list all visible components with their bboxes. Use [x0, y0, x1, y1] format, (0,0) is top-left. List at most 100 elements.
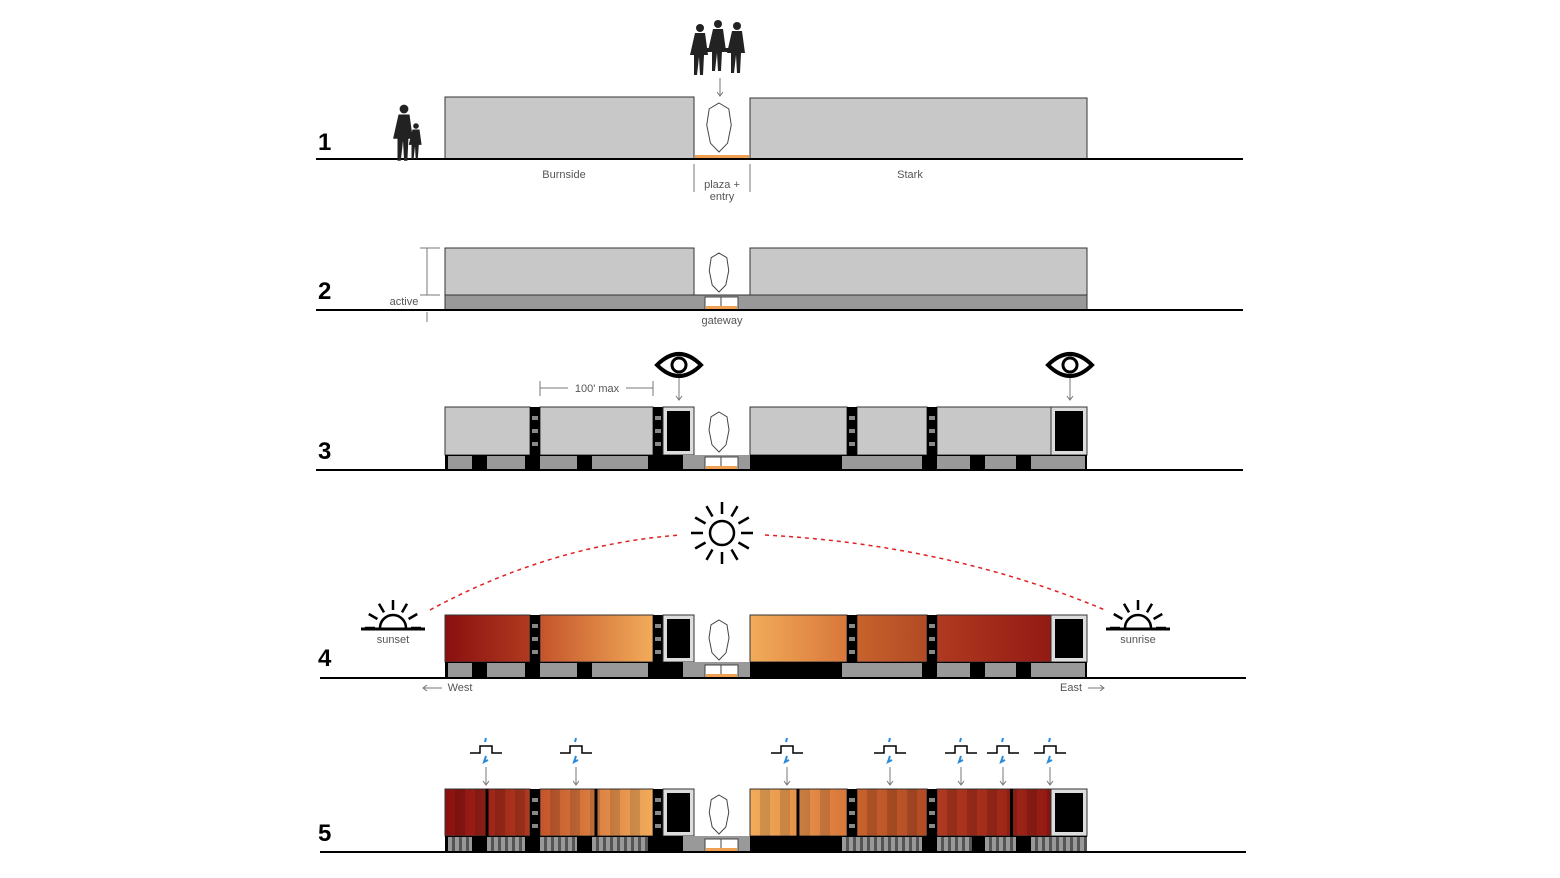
rain-drops [482, 737, 489, 764]
sun-icon [691, 502, 753, 564]
person-head [413, 123, 419, 129]
stair-window [655, 624, 661, 628]
storefront-mullion [996, 837, 999, 852]
storefront-mullion [1070, 837, 1073, 852]
stair-window [929, 798, 935, 802]
stair-window [929, 811, 935, 815]
sun-ray [694, 541, 707, 550]
eye-icon [1045, 352, 1095, 378]
storefront-mullion [1003, 837, 1006, 852]
label-sunset: sunset [377, 634, 409, 646]
facade-stripe [967, 789, 977, 836]
eye-icon [654, 352, 704, 378]
storefront-mullion [962, 837, 965, 852]
roof [874, 745, 906, 754]
facade-stripe [495, 789, 505, 836]
row-number-5: 5 [318, 820, 331, 847]
building-block [444, 614, 531, 663]
facade-stripe [907, 789, 917, 836]
retail-bay [937, 837, 970, 852]
storefront-mullion [874, 837, 877, 852]
roof [1034, 745, 1066, 754]
stair-window [655, 416, 661, 420]
retail-bay [592, 663, 648, 678]
arrow-head [1099, 684, 1105, 692]
building-left [444, 247, 695, 296]
sun-ray [730, 505, 739, 518]
storefront-mullion [860, 837, 863, 852]
stair-window [929, 442, 935, 446]
storefront-mullion [610, 837, 613, 852]
storefront-mullion [969, 837, 972, 852]
facade-stripe [800, 789, 810, 836]
retail-bay [487, 456, 525, 470]
rain-roof-icon [560, 737, 592, 764]
facade-break [485, 789, 489, 836]
tree-icon [708, 252, 730, 293]
building-right [749, 247, 1088, 296]
label-east: East [1060, 682, 1082, 694]
storefront-mullion [881, 837, 884, 852]
retail-bay [448, 456, 472, 470]
stair-window [655, 824, 661, 828]
storefront-mullion [645, 837, 648, 852]
label-entry: entry [710, 191, 735, 203]
retail-bay [937, 663, 970, 678]
sun-ray [737, 541, 750, 550]
arrow-head [957, 780, 965, 786]
stair-window [849, 650, 855, 654]
arrow-head [482, 780, 490, 786]
label-plaza: plaza + [704, 179, 740, 191]
stair-window [929, 429, 935, 433]
retail-bay [1031, 456, 1085, 470]
storefront-mullion [558, 837, 561, 852]
tree-icon [708, 619, 730, 661]
label-100ft-max: 100' max [575, 383, 620, 395]
storefront-mullion [512, 837, 515, 852]
sun-path-west [429, 534, 681, 611]
sun-ray [694, 516, 707, 525]
arrow-head [1046, 780, 1054, 786]
facade-stripe [820, 789, 830, 836]
sun-ray [1152, 612, 1163, 621]
stair-window [929, 624, 935, 628]
stair-window [655, 429, 661, 433]
storefront-mullion [916, 837, 919, 852]
rain-roof-icon [1034, 737, 1066, 764]
corner-window [1055, 411, 1083, 451]
building-block [749, 406, 848, 456]
storefront-mullion [544, 837, 547, 852]
rain-roof-icon [874, 737, 906, 764]
rain-roof-icon [771, 737, 803, 764]
person-head [399, 104, 409, 114]
stair-window [655, 650, 661, 654]
building-burnside [444, 96, 695, 160]
retail-bay [842, 456, 922, 470]
active-ground-floor [444, 294, 1088, 311]
eye-pupil [1061, 356, 1079, 374]
rain-roof-icon [945, 737, 977, 764]
storefront-mullion [1056, 837, 1059, 852]
storefront-mullion [1077, 837, 1080, 852]
storefront-mullion [1010, 837, 1013, 852]
stair-window [849, 442, 855, 446]
storefront-mullion [572, 837, 575, 852]
stair-window [849, 798, 855, 802]
facade-break [796, 789, 800, 836]
stair-window [532, 650, 538, 654]
storefront-mullion [565, 837, 568, 852]
storefront-mullion [452, 837, 455, 852]
person-body [727, 31, 745, 73]
arrow-head [886, 780, 894, 786]
roof [987, 745, 1019, 754]
building-block [749, 614, 848, 663]
person-head [714, 20, 722, 28]
corner-window [1055, 793, 1083, 832]
rain-roof-icon [470, 737, 502, 764]
sun-ray [400, 603, 409, 614]
building-block [444, 406, 531, 456]
table [705, 48, 735, 52]
tree-icon [708, 794, 730, 835]
storefront-mullion [459, 837, 462, 852]
